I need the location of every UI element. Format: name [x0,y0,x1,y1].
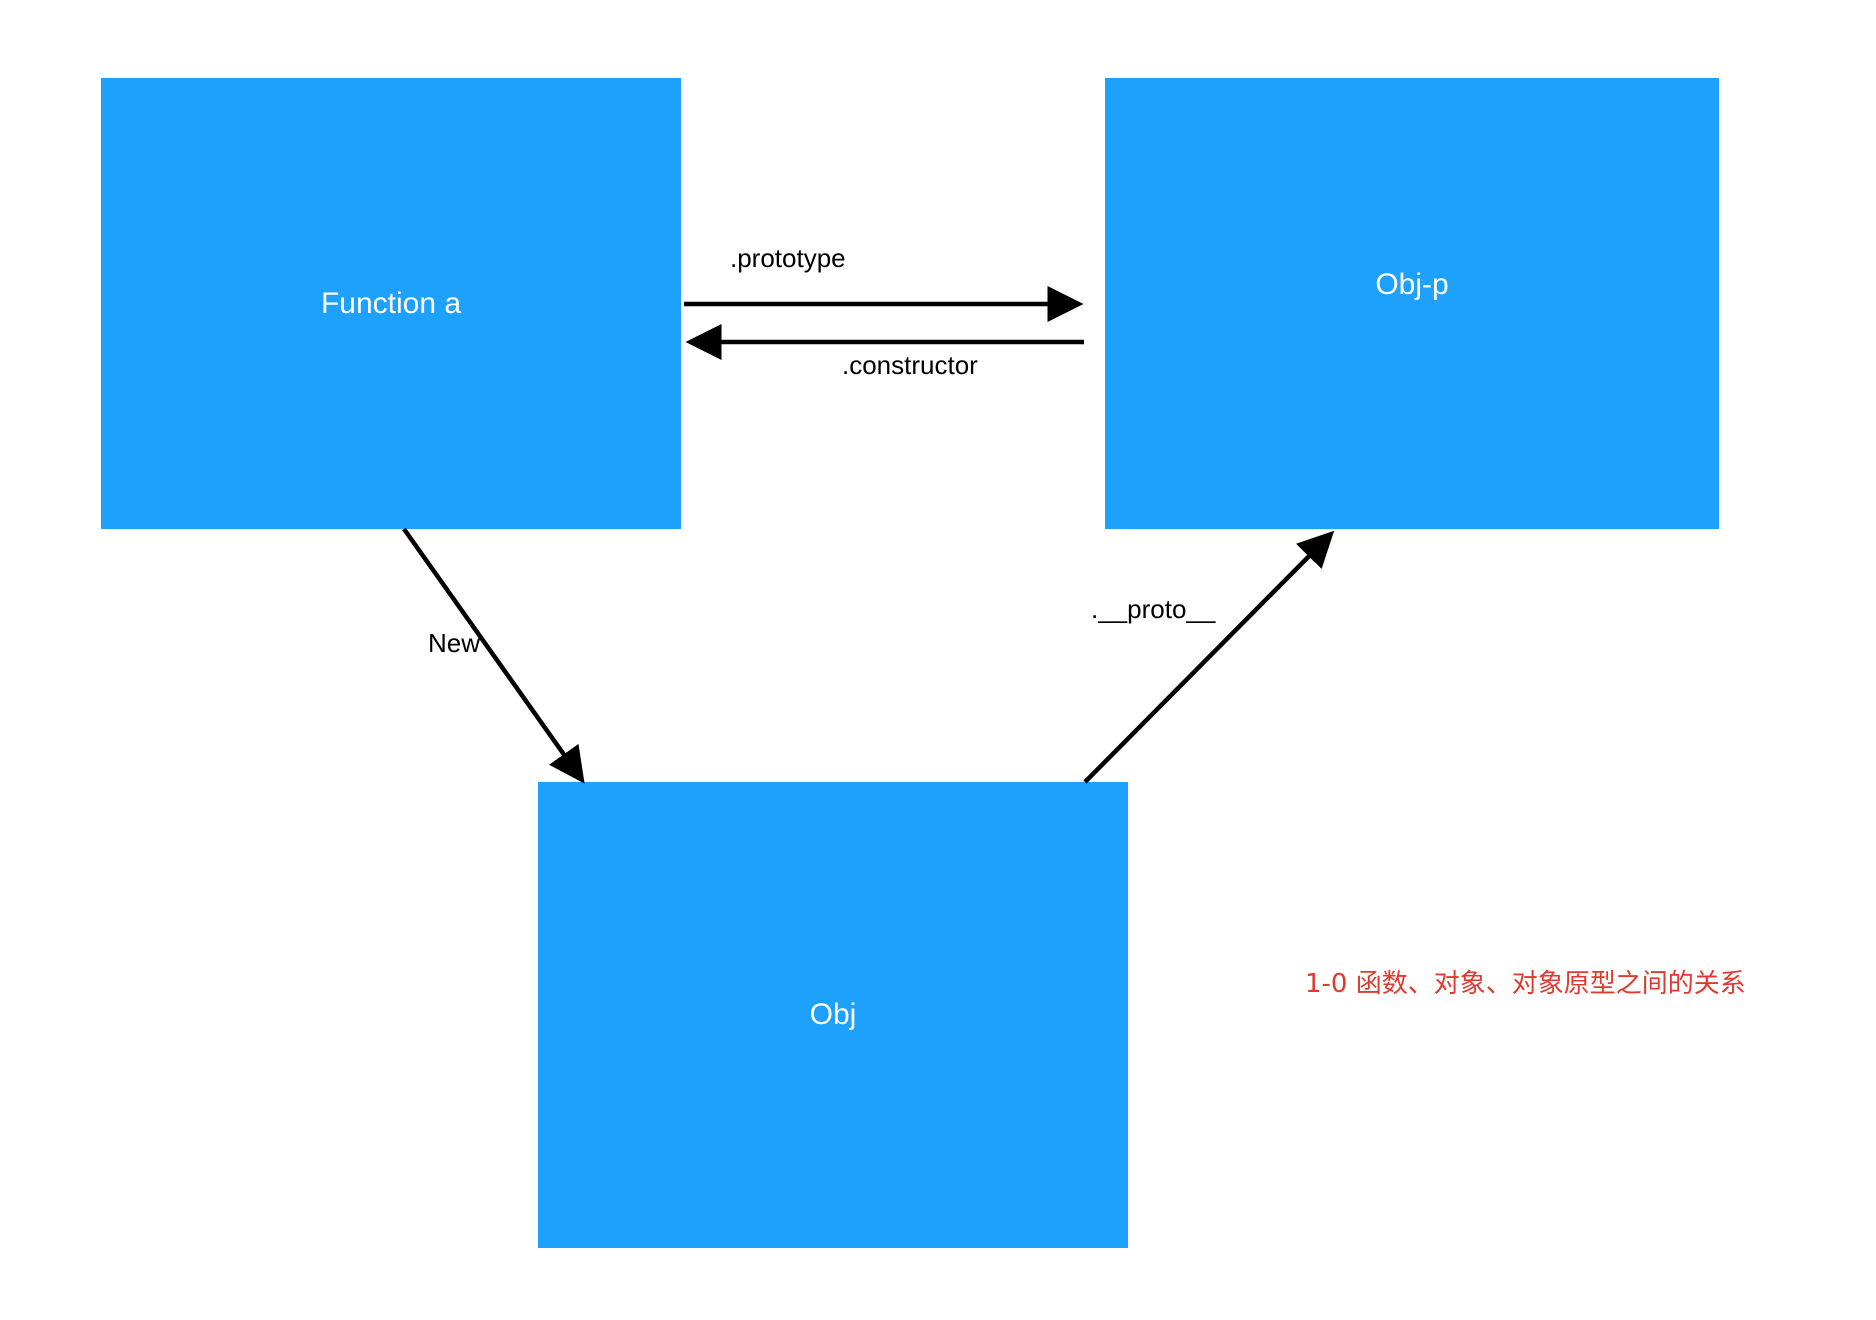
obj-p-label: Obj-p [1375,268,1449,301]
function-a-label: Function a [320,286,462,320]
obj-node: Obj [538,782,1128,1248]
obj-p-node: Obj-p [1105,78,1719,529]
new-arrow [402,527,585,784]
function-a-node: Function a [101,78,681,529]
new-label: New [428,628,481,658]
obj-label: Obj [809,998,857,1031]
proto-label: .__proto__ [1091,594,1216,624]
constructor-label: .constructor [842,350,978,380]
prototype-label: .prototype [730,243,846,273]
proto-arrow [1083,530,1335,784]
figure-caption: 1-0 函数、对象、对象原型之间的关系 [1305,969,1746,999]
